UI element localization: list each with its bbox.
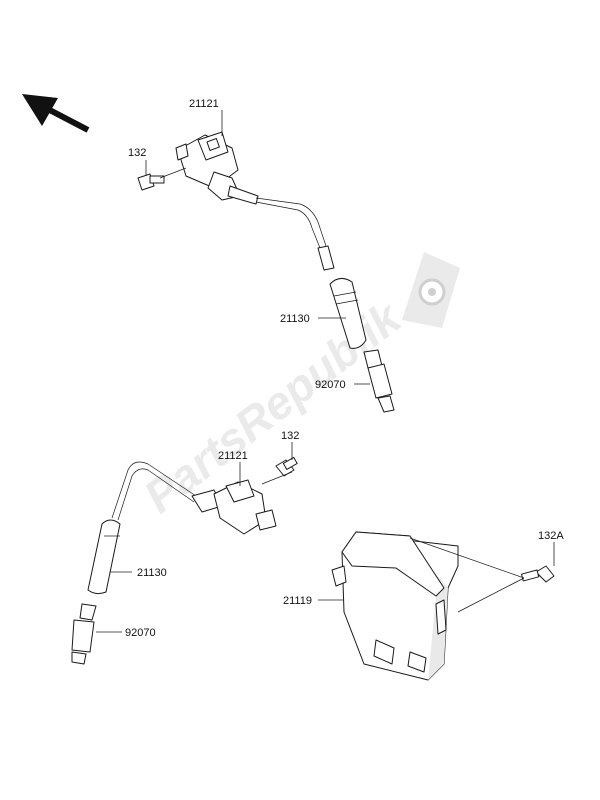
direction-arrow-icon bbox=[22, 94, 90, 133]
label-plug-bottom: 92070 bbox=[125, 627, 156, 639]
spark-plug-top bbox=[363, 349, 395, 413]
leader-lines bbox=[96, 110, 555, 633]
bolt-top bbox=[137, 173, 165, 191]
label-bolt-mid: 132 bbox=[281, 430, 299, 442]
label-cap-bottom: 21130 bbox=[137, 567, 167, 579]
watermark: PartsRepublik bbox=[134, 252, 460, 523]
label-ecu: 21119 bbox=[283, 595, 312, 607]
label-coil-top: 21121 bbox=[189, 98, 219, 110]
ignition-coil-top bbox=[175, 131, 327, 249]
spark-plug-cap-bottom bbox=[87, 519, 121, 595]
ecu-unit bbox=[331, 531, 459, 681]
watermark-text: PartsRepublik bbox=[134, 290, 412, 523]
part-labels: 21121 132 21130 92070 132 21121 21130 92… bbox=[125, 98, 564, 639]
spark-plug-bottom bbox=[71, 603, 97, 665]
watermark-gear-icon bbox=[402, 252, 460, 328]
lead-segment-top bbox=[317, 245, 335, 271]
label-plug-top: 92070 bbox=[315, 379, 346, 391]
ignition-coil-mid bbox=[111, 461, 277, 535]
bolt-ecu bbox=[520, 565, 555, 583]
spark-plug-cap-top bbox=[329, 278, 367, 349]
label-cap-top: 21130 bbox=[280, 313, 310, 325]
label-bolt-ecu: 132A bbox=[538, 530, 564, 542]
label-coil-mid: 21121 bbox=[218, 450, 248, 462]
bolt-mid bbox=[275, 456, 298, 477]
label-bolt-top: 132 bbox=[128, 147, 146, 159]
